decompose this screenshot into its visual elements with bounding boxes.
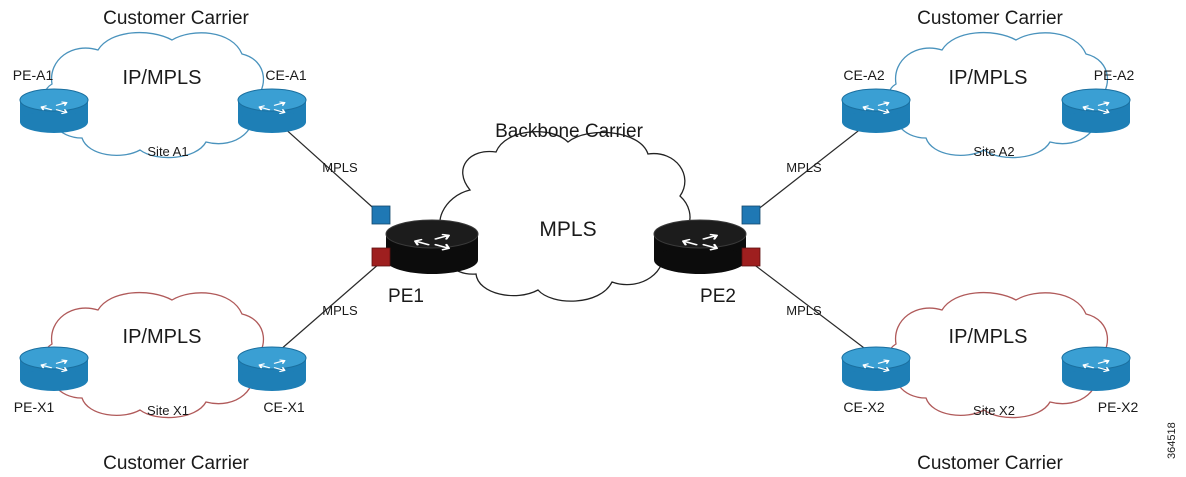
router-label-ce-x1: CE-X1 (263, 399, 304, 415)
labels: Customer Carrier Customer Carrier Custom… (13, 8, 1178, 474)
router-icon (237, 346, 307, 391)
pe1-port-red (371, 247, 391, 267)
router-icon (19, 346, 89, 391)
link-ce-a2-pe2 (751, 116, 877, 215)
pe2-port-red (741, 247, 761, 267)
link-label-x1: MPLS (322, 303, 358, 318)
carrier-label-x2: Customer Carrier (917, 453, 1063, 474)
site-label-a2: Site A2 (973, 144, 1014, 159)
cloud-icon (439, 131, 691, 302)
router-icon (841, 346, 911, 391)
pe1-label: PE1 (388, 286, 424, 307)
router-label-ce-x2: CE-X2 (843, 399, 884, 415)
router-icon (1061, 88, 1131, 133)
router-icon (237, 88, 307, 133)
pe2-label: PE2 (700, 286, 736, 307)
carrier-label-a1: Customer Carrier (103, 8, 249, 29)
link-ce-x1-pe1 (271, 262, 381, 358)
router-label-pe-a1: PE-A1 (13, 67, 54, 83)
links (271, 116, 877, 358)
router-icon (19, 88, 89, 133)
router-icon (841, 88, 911, 133)
backbone-title: Backbone Carrier (495, 121, 644, 142)
site-label-x2: Site X2 (973, 403, 1015, 418)
link-label-a1: MPLS (322, 160, 358, 175)
router-label-ce-a1: CE-A1 (265, 67, 306, 83)
figure-id: 364518 (1166, 422, 1178, 459)
link-label-x2: MPLS (786, 303, 822, 318)
link-label-a2: MPLS (786, 160, 822, 175)
cloud-label-a2: IP/MPLS (949, 67, 1028, 89)
link-ce-x2-pe2 (751, 262, 877, 358)
link-ce-a1-pe1 (271, 116, 381, 215)
router-icon (385, 219, 479, 274)
router-icon (1061, 346, 1131, 391)
carrier-label-a2: Customer Carrier (917, 8, 1063, 29)
cloud-label-a1: IP/MPLS (123, 67, 202, 89)
site-label-a1: Site A1 (147, 144, 188, 159)
site-label-x1: Site X1 (147, 403, 189, 418)
pe2-port-blue (741, 205, 761, 225)
cloud-label-x1: IP/MPLS (123, 326, 202, 348)
routers (19, 88, 1131, 391)
backbone-cloud-label: MPLS (539, 218, 596, 241)
router-label-pe-x2: PE-X2 (1098, 399, 1139, 415)
cloud-label-x2: IP/MPLS (949, 326, 1028, 348)
router-icon (653, 219, 747, 274)
router-label-pe-x1: PE-X1 (14, 399, 55, 415)
router-label-ce-a2: CE-A2 (843, 67, 884, 83)
ports (371, 205, 761, 267)
router-label-pe-a2: PE-A2 (1094, 67, 1135, 83)
pe1-port-blue (371, 205, 391, 225)
carrier-label-x1: Customer Carrier (103, 453, 249, 474)
